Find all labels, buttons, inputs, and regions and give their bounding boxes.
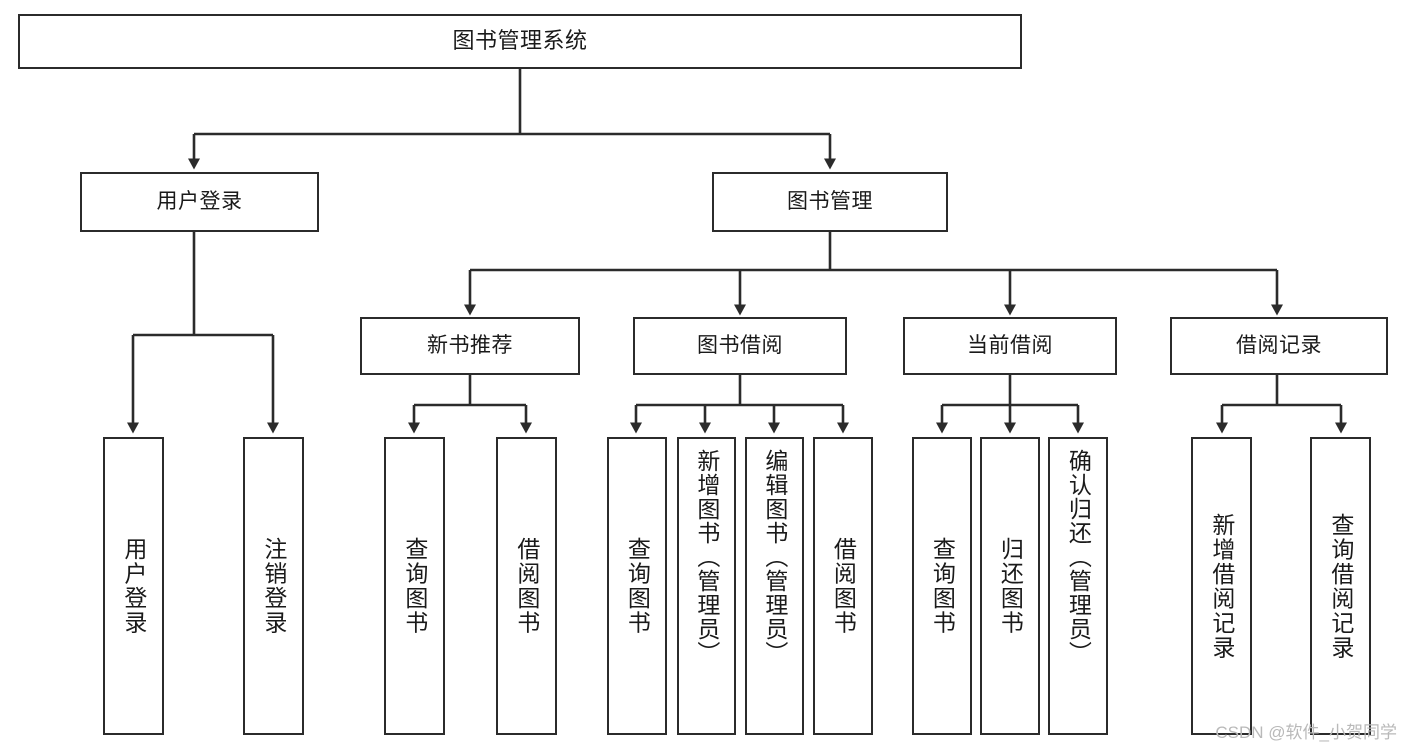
node-current-borrow[interactable]: 当前借阅 — [903, 317, 1117, 375]
node-label: 查询图书 — [624, 537, 651, 635]
node-label: 查询借阅记录 — [1327, 512, 1354, 660]
node-book-management[interactable]: 图书管理 — [712, 172, 948, 232]
node-label: 图书管理 — [787, 190, 873, 214]
leaf-add-borrow-record[interactable]: 新增借阅记录 — [1191, 437, 1252, 735]
node-label: 当前借阅 — [967, 334, 1053, 358]
csdn-watermark: CSDN @软件_小贺同学 — [1215, 723, 1397, 742]
node-label: 归还图书 — [997, 537, 1024, 635]
node-root-system[interactable]: 图书管理系统 — [18, 14, 1022, 69]
node-label: 用户登录 — [120, 537, 147, 635]
node-label: 借阅记录 — [1236, 334, 1322, 358]
node-label: 确认归还（管理员） — [1065, 449, 1092, 665]
node-label: 查询图书 — [401, 537, 428, 635]
leaf-query-book-current[interactable]: 查询图书 — [912, 437, 972, 735]
node-label: 编辑图书（管理员） — [761, 449, 788, 665]
leaf-confirm-return-admin[interactable]: 确认归还（管理员） — [1048, 437, 1108, 735]
node-book-borrow[interactable]: 图书借阅 — [633, 317, 847, 375]
node-label: 查询图书 — [929, 537, 956, 635]
node-user-login[interactable]: 用户登录 — [80, 172, 319, 232]
node-label: 新书推荐 — [427, 334, 513, 358]
leaf-query-book-recommend[interactable]: 查询图书 — [384, 437, 445, 735]
node-label: 图书借阅 — [697, 334, 783, 358]
leaf-user-login[interactable]: 用户登录 — [103, 437, 164, 735]
node-label: 注销登录 — [260, 537, 287, 635]
leaf-borrow-book-recommend[interactable]: 借阅图书 — [496, 437, 557, 735]
node-label: 用户登录 — [156, 190, 243, 214]
node-label: 借阅图书 — [830, 537, 857, 635]
node-label: 图书管理系统 — [452, 28, 588, 54]
node-label: 新增借阅记录 — [1208, 512, 1235, 660]
leaf-query-borrow-record[interactable]: 查询借阅记录 — [1310, 437, 1371, 735]
node-new-book-recommend[interactable]: 新书推荐 — [360, 317, 580, 375]
leaf-return-book[interactable]: 归还图书 — [980, 437, 1040, 735]
leaf-edit-book-admin[interactable]: 编辑图书（管理员） — [745, 437, 804, 735]
leaf-add-book-admin[interactable]: 新增图书（管理员） — [677, 437, 736, 735]
node-borrow-record[interactable]: 借阅记录 — [1170, 317, 1388, 375]
leaf-query-book-borrow[interactable]: 查询图书 — [607, 437, 667, 735]
leaf-logout[interactable]: 注销登录 — [243, 437, 304, 735]
node-label: 新增图书（管理员） — [693, 449, 720, 665]
node-label: 借阅图书 — [513, 537, 540, 635]
leaf-borrow-book[interactable]: 借阅图书 — [813, 437, 873, 735]
